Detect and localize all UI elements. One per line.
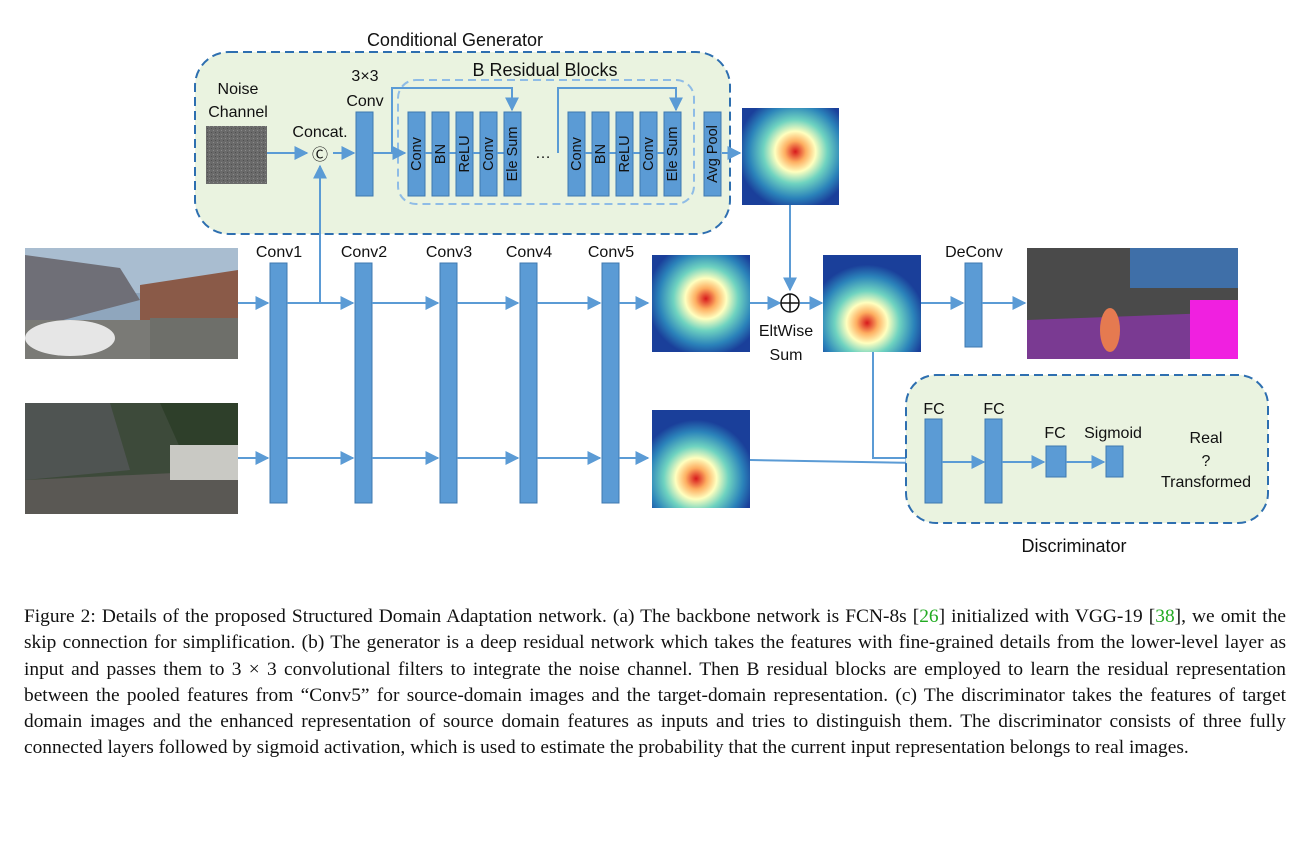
rb2-layer-label-1: Conv [569, 136, 585, 171]
discriminator-title: Discriminator [1021, 536, 1126, 556]
rb2-layer-5 [663, 111, 682, 197]
avg-pool-block [703, 111, 722, 197]
fc-label-3: FC [1044, 425, 1065, 442]
backbone-block-conv3 [439, 262, 458, 504]
output-label-1: Real [1190, 430, 1223, 447]
eltwise-label-1: EltWise [759, 323, 813, 340]
residual-blocks-title: B Residual Blocks [472, 60, 617, 80]
backbone-block-conv5 [601, 262, 620, 504]
conv3x3-label-2: Conv [346, 93, 383, 110]
backbone-block-conv4 [519, 262, 538, 504]
residual-blocks-panel [397, 79, 695, 205]
noise-channel-image [206, 126, 267, 184]
rb2-layer-label-2: BN [593, 144, 609, 164]
target-features-heatmap [652, 410, 750, 508]
deconv-label: DeConv [945, 244, 1003, 261]
generator-output-heatmap [742, 108, 839, 205]
backbone-block-conv2 [354, 262, 373, 504]
backbone-label-conv3: Conv3 [426, 244, 472, 261]
caption-text: ], we omit the skip connection for simpl… [24, 606, 1286, 759]
sigmoid-label: Sigmoid [1084, 425, 1142, 442]
rb1-layer-label-3: ReLU [457, 135, 473, 172]
noise-channel-label-2: Channel [208, 104, 268, 121]
rb1-layer-label-2: BN [433, 144, 449, 164]
source-domain-image [25, 248, 238, 359]
conv3x3-label-1: 3×3 [351, 68, 378, 85]
residual-block-2: Conv BN ReLU Conv Ele Sum [567, 111, 682, 197]
rb1-layer-5 [503, 111, 522, 197]
rb2-layer-label-5: Ele Sum [665, 127, 681, 182]
backbone-layers: Conv1 Conv2 Conv3 Conv4 Conv5 [256, 244, 650, 504]
target-domain-image [25, 403, 238, 514]
discriminator-panel [905, 374, 1269, 524]
eltwise-label-2: Sum [770, 347, 803, 364]
rb1-layer-label-4: Conv [481, 136, 497, 171]
backbone-block-conv1 [269, 262, 288, 504]
residual-block-1: Conv BN ReLU Conv Ele Sum [407, 111, 522, 197]
rb1-layer-label-5: Ele Sum [505, 127, 521, 182]
concat-label: Concat. [292, 124, 347, 141]
noise-channel-label-1: Noise [218, 81, 259, 98]
backbone-label-conv4: Conv4 [506, 244, 552, 261]
segmentation-output-image [1027, 248, 1238, 359]
rb2-layer-label-3: ReLU [617, 135, 633, 172]
sigmoid-block [1105, 445, 1124, 478]
backbone-label-conv5: Conv5 [588, 244, 634, 261]
citation-link[interactable]: 38 [1155, 606, 1175, 627]
fc-label-1: FC [923, 401, 944, 418]
output-label-3: Transformed [1161, 474, 1251, 491]
rb1-layer-label-1: Conv [409, 136, 425, 171]
concat-symbol: Ⓒ [312, 146, 328, 164]
deconv-block [964, 262, 983, 348]
source-features-heatmap [652, 255, 750, 352]
caption-text: ] initialized with VGG-19 [ [938, 606, 1156, 627]
backbone-label-conv2: Conv2 [341, 244, 387, 261]
rb2-layer-label-4: Conv [641, 136, 657, 171]
fc-label-2: FC [983, 401, 1004, 418]
enhanced-features-heatmap [823, 255, 921, 352]
fc-block-1 [924, 418, 943, 504]
backbone-label-conv1: Conv1 [256, 244, 302, 261]
citation-link[interactable]: 26 [919, 606, 939, 627]
fc-block-2 [984, 418, 1003, 504]
output-label-2: ? [1202, 453, 1211, 470]
residual-ellipsis: … [535, 145, 551, 162]
figure-caption: Figure 2: Details of the proposed Struct… [24, 604, 1286, 762]
conv3x3-block [355, 111, 374, 197]
avg-pool-label: Avg Pool [705, 125, 721, 183]
fc-block-3 [1045, 445, 1067, 478]
generator-title: Conditional Generator [367, 30, 543, 50]
caption-text: Figure 2: Details of the proposed Struct… [24, 606, 920, 627]
architecture-figure: Conditional Generator B Residual Blocks … [25, 30, 1269, 556]
